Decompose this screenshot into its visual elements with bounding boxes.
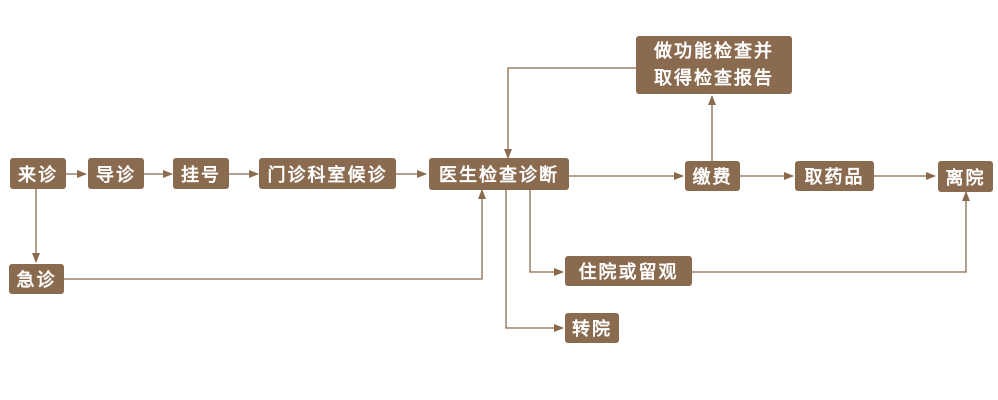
node-jizhen: 急诊: [9, 264, 64, 294]
node-jiaofei: 缴费: [685, 161, 740, 191]
node-zhuyuan: 住院或留观: [565, 256, 692, 286]
node-menzhen: 门诊科室候诊: [259, 158, 396, 189]
node-laizhen: 来诊: [10, 158, 66, 189]
edge-jizhen-to-yisheng: [64, 189, 486, 280]
node-gongneng-line1: 做功能检查并: [654, 41, 774, 62]
node-daozhen: 导诊: [88, 158, 144, 189]
node-zhuanyuan: 转院: [565, 313, 619, 343]
edge-zhuyuan-to-liyuan: [692, 191, 970, 273]
node-quyao: 取药品: [795, 161, 874, 191]
node-gongneng: 做功能检查并 取得检查报告: [636, 36, 792, 94]
node-gongneng-line2: 取得检查报告: [654, 68, 774, 89]
node-yisheng: 医生检查诊断: [429, 158, 569, 190]
edge-gongneng-to-yisheng: [504, 67, 636, 159]
node-liyuan: 离院: [938, 161, 993, 192]
edge-yisheng-to-zhuyuan: [529, 190, 564, 276]
node-guahao: 挂号: [173, 158, 229, 189]
edge-yisheng-to-zhuanyuan: [505, 190, 564, 332]
